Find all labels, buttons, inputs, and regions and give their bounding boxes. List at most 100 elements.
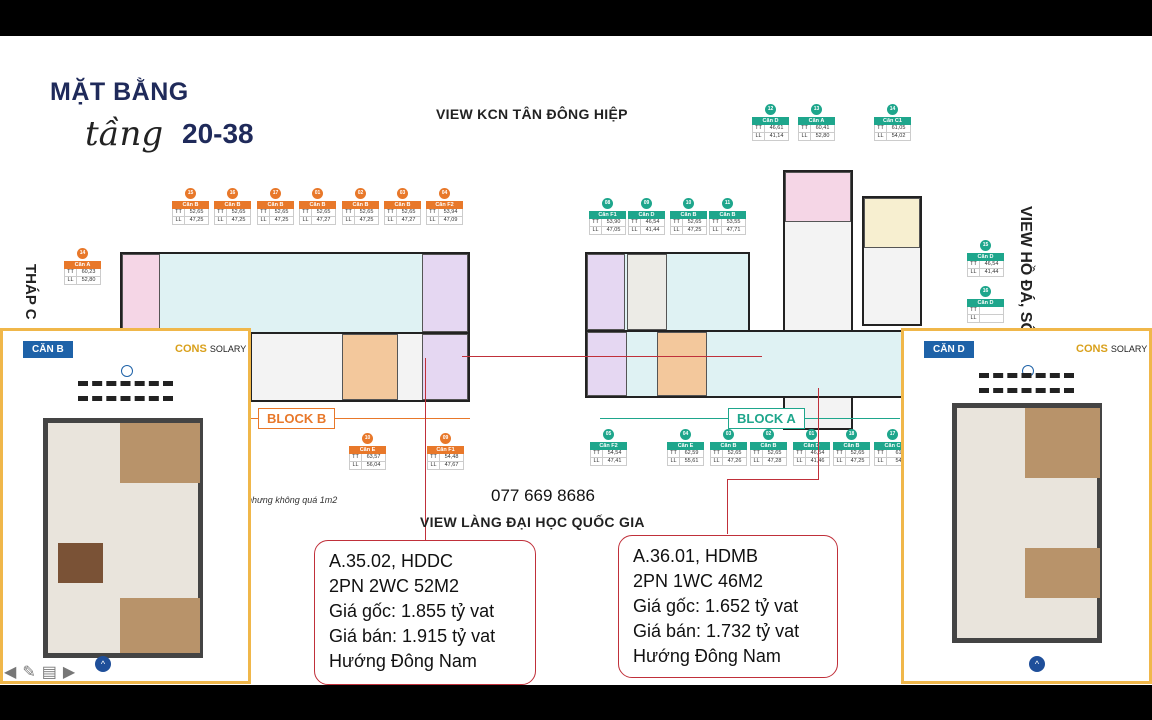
net-area: 52,80	[815, 133, 830, 139]
net-area: 56,04	[366, 462, 381, 468]
gross-area: 63,57	[366, 454, 381, 460]
net-area: 47,67	[444, 462, 459, 468]
unit-number: 02	[355, 188, 366, 199]
unit-type: Căn B	[710, 442, 747, 450]
gross-area: 54,54	[607, 450, 622, 456]
unit-type: Căn B	[172, 201, 209, 209]
unit-number: 13	[811, 104, 822, 115]
floor-range: 20-38	[182, 118, 254, 149]
net-area: 41,46	[806, 458, 829, 465]
unit-type: Căn F2	[590, 442, 627, 450]
highlight-line	[425, 358, 426, 543]
listing-sale-price: Giá bán: 1.915 tỷ vat	[329, 626, 496, 646]
unit-type: Căn B	[257, 201, 294, 209]
gross-area: 46,54	[984, 261, 999, 267]
gross-area: 52,65	[727, 450, 742, 456]
unit-type: Căn A	[64, 261, 101, 269]
unit-number: 16	[227, 188, 238, 199]
brand-logo: CONS SOLARY	[175, 343, 247, 355]
listing-original-price: Giá gốc: 1.652 tỷ vat	[633, 596, 799, 616]
gross-area: 62,59	[684, 450, 699, 456]
unit-type: Căn A	[798, 117, 835, 125]
compass-icon	[121, 365, 133, 377]
highlight-line	[727, 479, 728, 534]
listing-code: A.36.01, HDMB	[633, 546, 759, 566]
unit-number: 18	[846, 429, 857, 440]
unit-number: 01	[312, 188, 323, 199]
gross-area: 52,65	[359, 209, 374, 215]
net-area: 47,25	[231, 217, 246, 223]
listing-direction: Hướng Đông Nam	[329, 651, 477, 671]
unit-type: Căn E	[349, 446, 386, 454]
net-area: 52,80	[81, 277, 96, 283]
net-area: 47,26	[727, 458, 742, 464]
gross-area: 54,48	[444, 454, 459, 460]
view-right-label: VIEW HỒ ĐÁ, SÔ	[1017, 206, 1034, 335]
pen-icon[interactable]: ✎	[22, 664, 36, 681]
menu-icon[interactable]: ▤	[41, 664, 57, 681]
area-note: nhưng không quá 1m2	[247, 495, 338, 505]
net-area: 54,02	[891, 133, 906, 139]
scroll-up-button[interactable]: ^	[1029, 656, 1045, 672]
net-area: 54	[895, 458, 902, 464]
unit-type: Căn D	[628, 211, 665, 219]
unit-card: 16 Căn D TT LL	[967, 286, 1004, 323]
gross-area: 52,65	[850, 450, 865, 456]
unit-type: Căn B	[299, 201, 336, 209]
unit-type-tag: CĂN D	[924, 341, 974, 358]
previous-slide-icon[interactable]: ◀	[4, 664, 17, 681]
block-a-lower-plan	[585, 330, 903, 398]
floor-script-label: tầng	[85, 114, 164, 154]
unit-number: 04	[439, 188, 450, 199]
gross-area: 52,65	[316, 209, 331, 215]
unit-number: 09	[641, 198, 652, 209]
unit-type: Căn B	[214, 201, 251, 209]
unit-number: 11	[722, 198, 733, 209]
scroll-up-button[interactable]: ^	[95, 656, 111, 672]
gross-area: 53,90	[606, 219, 621, 225]
listing-a3502: A.35.02, HDDC 2PN 2WC 52M2 Giá gốc: 1.85…	[314, 540, 536, 685]
slide-nav-toolbar: ◀ ✎ ▤ ▶	[4, 662, 75, 682]
unit-number: 02	[763, 429, 774, 440]
unit-number: 08	[602, 198, 613, 209]
unit-type: Căn D	[967, 299, 1004, 307]
unit-number: 17	[887, 429, 898, 440]
key-plan	[979, 373, 1074, 393]
net-area: 47,71	[726, 227, 741, 233]
net-area: 55,61	[684, 458, 699, 464]
gross-area	[980, 307, 1003, 314]
next-slide-icon[interactable]: ▶	[62, 664, 76, 681]
view-top-label: VIEW KCN TÂN ĐÔNG HIỆP	[436, 106, 628, 122]
